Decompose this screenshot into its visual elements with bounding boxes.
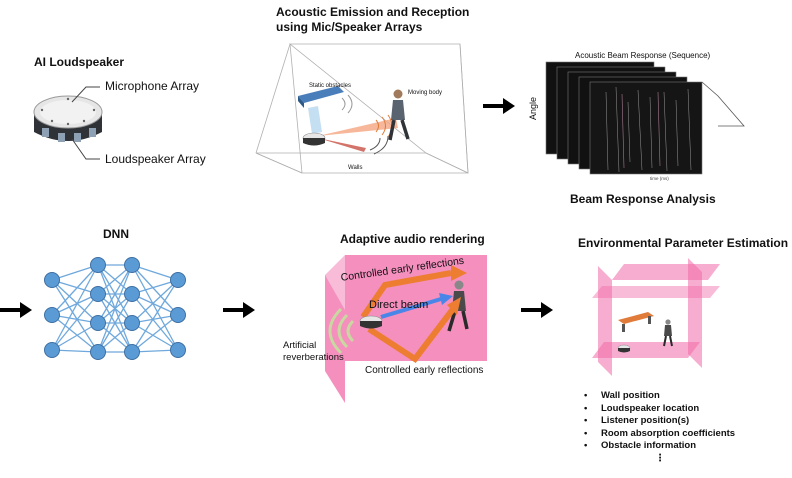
dnn-node — [44, 307, 60, 323]
dnn-node — [124, 344, 140, 360]
artificial-label-line1: Artificial — [283, 340, 317, 351]
microphone-array-label: Microphone Array — [105, 79, 200, 93]
walls-label: Walls — [348, 165, 363, 171]
dnn-edge — [131, 264, 179, 281]
dnn-edge — [131, 279, 179, 295]
dnn-edge — [51, 293, 99, 316]
dnn-edge — [131, 264, 179, 316]
dnn-node — [90, 257, 106, 273]
dnn-node — [90, 315, 106, 331]
loudspeaker-device-illustration — [33, 95, 103, 142]
dnn-node — [170, 272, 186, 288]
dnn-node — [44, 342, 60, 358]
dnn-node — [90, 286, 106, 302]
dnn-edge — [51, 322, 99, 351]
dnn-node — [170, 307, 186, 323]
estimation-item: Loudspeaker location — [584, 403, 735, 416]
dnn-edge — [51, 314, 99, 353]
estimation-item: Obstacle information — [584, 440, 735, 453]
dnn-node — [44, 272, 60, 288]
beam-y-axis-label: Angle — [528, 96, 538, 120]
estimation-item: Listener position(s) — [584, 415, 735, 428]
loudspeaker-array-label: Loudspeaker Array — [105, 152, 206, 166]
dnn-node — [124, 286, 140, 302]
beam-response-frames — [545, 61, 745, 175]
dnn-node — [124, 315, 140, 331]
arrow-right-icon — [0, 302, 32, 318]
estimation-title: Environmental Parameter Estimation — [578, 236, 789, 250]
dnn-node — [170, 342, 186, 358]
dnn-edge — [97, 264, 133, 353]
dnn-edge — [51, 279, 99, 353]
dnn-edge — [131, 293, 179, 316]
arrow-right-icon — [483, 98, 515, 114]
arrow-right-icon — [521, 302, 553, 318]
dnn-edge — [51, 293, 99, 351]
arrow-right-icon — [223, 302, 255, 318]
dnn-title: DNN — [103, 227, 129, 241]
acoustic-title-line2: using Mic/Speaker Arrays — [276, 20, 423, 34]
microphone-leader-line — [71, 86, 100, 103]
loudspeaker-leader-line — [71, 138, 100, 160]
rendering-title: Adaptive audio rendering — [340, 232, 485, 246]
beam-chart-title: Acoustic Beam Response (Sequence) — [575, 51, 711, 60]
direct-beam-label: Direct beam — [369, 299, 429, 311]
dnn-node — [124, 257, 140, 273]
estimation-item: Wall position — [584, 390, 735, 403]
estimation-list: Wall position Loudspeaker location Liste… — [584, 390, 735, 453]
beam-response-stack — [545, 61, 745, 175]
dnn-edge — [51, 264, 99, 351]
artificial-label-line2: reverberations — [283, 352, 344, 363]
dnn-edge — [131, 264, 179, 351]
dnn-node — [90, 344, 106, 360]
beam-analysis-title: Beam Response Analysis — [570, 192, 716, 206]
artificial-reverberations-label: Artificial reverberations — [283, 340, 344, 364]
dnn-edge — [97, 264, 133, 324]
beam-x-axis-label: time (ms) — [650, 176, 669, 181]
dnn-network-diagram — [44, 257, 186, 360]
dnn-edge — [51, 279, 99, 324]
controlled-reflections-bottom-label: Controlled early reflections — [365, 365, 484, 376]
room-planes-illustration — [592, 258, 720, 376]
static-obstacles-label: Static obstacles — [309, 83, 352, 89]
rendering-scene-illustration — [325, 255, 487, 403]
dnn-edge — [97, 293, 133, 353]
room-scene-illustration — [255, 43, 469, 174]
dnn-edge — [131, 293, 179, 351]
estimation-item: Room absorption coefficients — [584, 428, 735, 441]
dnn-edge — [51, 264, 99, 281]
dnn-edge — [131, 279, 179, 324]
acoustic-title-line1: Acoustic Emission and Reception — [276, 5, 470, 19]
dnn-edge — [51, 279, 99, 295]
dnn-edge — [131, 314, 179, 353]
moving-body-label: Moving body — [408, 90, 443, 96]
estimation-more-indicator: ⋮ — [655, 453, 665, 464]
ai-loudspeaker-title: AI Loudspeaker — [34, 55, 125, 69]
dnn-edge — [131, 279, 179, 353]
dnn-edge — [131, 322, 179, 351]
dnn-edge — [51, 264, 99, 316]
